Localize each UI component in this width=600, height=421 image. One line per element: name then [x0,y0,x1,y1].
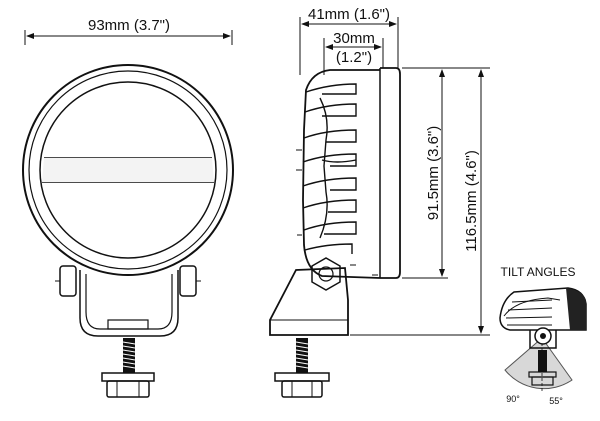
mount-bracket-inner [85,274,173,330]
side-view: 41mm (1.6") 30mm (1.2") [269,6,490,398]
tilt-pivot-foot [529,330,557,349]
front-mount-stud [101,338,155,398]
side-mount-stud [274,338,330,398]
heatsink-fins [302,83,357,254]
tilt-lamp-detail [503,297,561,317]
bracket-slot [107,319,149,330]
housing-inner-ring [28,70,228,270]
lens-face [380,67,401,279]
side-nut [281,380,323,398]
heatsink-body [302,69,381,279]
side-washer [274,372,330,382]
housing-outer-ring [22,64,234,276]
body-depth-mm-label: 30mm [333,30,375,47]
front-view: 93mm (3.7") [22,17,234,398]
tilt-pivot-center [540,333,546,339]
total-height-label: 116.5mm (4.6") [463,150,480,252]
light-bar-fill [42,158,214,182]
tilt-lamp-lens [566,288,586,330]
side-tick-marks [296,149,378,276]
pivot-bolt-center [318,266,334,282]
front-nut [106,380,150,398]
front-width-label: 93mm (3.7") [88,17,170,34]
side-depth-label: 41mm (1.6") [308,6,390,23]
side-mount-foot [269,267,349,336]
left-pivot-bolt [59,265,77,297]
right-pivot-bolt [179,265,197,297]
lens-ring [39,81,217,259]
tilt-angles-inset: TILT ANGLES 90° 55° [499,265,587,406]
side-pivot-hex-bolt [311,257,341,291]
tilt-angle-right: 55° [549,396,563,406]
tilt-nut [531,376,554,386]
mount-bracket [79,270,179,337]
body-depth-in-label: (1.2") [336,49,372,66]
tilt-lamp-fins [505,299,553,326]
tilt-angles-title: TILT ANGLES [501,265,576,279]
tilt-stud [538,350,547,372]
lens-height-label: 91.5mm (3.6") [425,126,442,221]
tilt-angle-left: 90° [506,394,520,404]
front-washer [101,372,155,382]
